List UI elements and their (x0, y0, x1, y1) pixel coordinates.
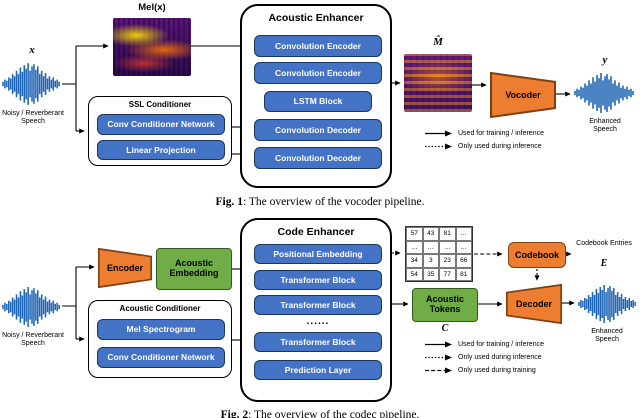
linear-projection-block: Linear Projection (97, 140, 225, 160)
legend-label: Used for training / inference (458, 130, 544, 137)
trapezoid-shape (506, 284, 562, 324)
token-cell: 81 (439, 227, 456, 241)
conv-conditioner-network-block: Conv Conditioner Network (97, 114, 225, 135)
positional-embedding-block: Positional Embedding (254, 244, 382, 264)
token-cell: … (439, 240, 456, 254)
token-cell: … (406, 240, 423, 254)
legend-row: Only used during training (424, 364, 544, 377)
solid-arrow-icon (425, 130, 452, 137)
legend-row: Used for training / inference (424, 338, 544, 351)
decoder-label: Decoder (515, 299, 552, 309)
token-cell: 3 (422, 254, 439, 268)
codebook-entries-symbol: E (600, 258, 608, 269)
transformer-block-1: Transformer Block (254, 270, 382, 290)
token-cell: … (422, 240, 439, 254)
figure2-caption: Fig. 2: The overview of the codec pipeli… (0, 409, 640, 418)
legend-label: Only used during training (458, 367, 536, 374)
token-grid: 57 43 81 … … … … … 34 3 23 66 54 35 77 8… (405, 226, 473, 282)
mel-label: Mel(x) (138, 2, 166, 13)
dotted-arrow-icon (425, 354, 452, 361)
mel-spectrogram-enhanced (404, 54, 472, 112)
token-cell: 54 (406, 267, 423, 281)
acoustic-tokens-block: Acoustic Tokens (412, 288, 478, 322)
acoustic-conditioner-frame: Acoustic Conditioner Mel Spectrogram Con… (88, 300, 232, 378)
enhanced-speech-caption-fig2: Enhanced Speech (591, 328, 623, 344)
legend-label: Used for training / inference (458, 341, 544, 348)
ssl-conditioner-title: SSL Conditioner (128, 100, 192, 109)
convolution-decoder-block-1: Convolution Decoder (254, 119, 382, 141)
vocoder-block: Vocoder (490, 72, 556, 118)
mel-spectrogram-input (113, 18, 191, 76)
output-symbol-y: y (602, 54, 608, 66)
acoustic-enhancer-title: Acoustic Enhancer (268, 12, 364, 24)
token-cell: 43 (422, 227, 439, 241)
enhanced-speech-caption-fig1: Enhanced Speech (589, 118, 621, 134)
prediction-layer-block: Prediction Layer (254, 360, 382, 380)
transformer-block-3: Transformer Block (254, 332, 382, 352)
flow-arrow (62, 267, 77, 339)
acoustic-embedding-block: Acoustic Embedding (156, 248, 232, 290)
token-cell: 66 (455, 254, 472, 268)
legend-row: Used for training / inference (424, 127, 544, 140)
token-cell: 23 (439, 254, 456, 268)
lstm-block: LSTM Block (264, 91, 372, 112)
legend-label: Only used during inference (458, 354, 542, 361)
code-enhancer-title: Code Enhancer (277, 226, 355, 238)
dotted-arrow-icon (425, 143, 452, 150)
token-cell: … (455, 240, 472, 254)
acoustic-conditioner-title: Acoustic Conditioner (119, 304, 201, 313)
encoder-block: Encoder (98, 248, 152, 288)
vocoder-label: Vocoder (505, 90, 541, 100)
token-cell: 81 (455, 267, 472, 281)
transformer-block-2: Transformer Block (254, 295, 382, 315)
conv-conditioner-network-block-fig2: Conv Conditioner Network (97, 347, 225, 368)
figure1-caption-number: Fig. 1 (215, 196, 243, 208)
decoder-block: Decoder (506, 284, 562, 324)
token-cell: … (455, 227, 472, 241)
noisy-speech-caption-fig2: Noisy / Reverberant Speech (2, 332, 64, 348)
encoder-label: Encoder (106, 263, 143, 273)
acoustic-tokens-symbol: C (441, 323, 449, 334)
figure1-caption: Fig. 1: The overview of the vocoder pipe… (0, 196, 640, 208)
convolution-encoder-block-1: Convolution Encoder (254, 35, 382, 57)
legend-fig2: Used for training / inference Only used … (424, 338, 544, 377)
convolution-encoder-block-2: Convolution Encoder (254, 62, 382, 84)
legend-fig1: Used for training / inference Only used … (424, 127, 544, 153)
figure2-caption-text: : The overview of the codec pipeline. (248, 409, 420, 418)
code-enhancer-frame: Code Enhancer Positional Embedding Trans… (240, 218, 392, 402)
noisy-speech-waveform-fig1 (2, 63, 60, 105)
solid-arrow-icon (425, 341, 452, 348)
legend-row: Only used during inference (424, 351, 544, 364)
input-symbol-x: x (29, 44, 35, 56)
enhanced-speech-waveform-fig1 (574, 73, 634, 113)
mhat-symbol: M̂ (433, 36, 443, 48)
codebook-block: Codebook (508, 242, 566, 268)
mel-spectrogram-block: Mel Spectrogram (97, 319, 225, 340)
codebook-entries-label: Codebook Entries (576, 240, 632, 247)
token-cell: 57 (406, 227, 423, 241)
ssl-conditioner-frame: SSL Conditioner Conv Conditioner Network… (88, 96, 232, 166)
acoustic-enhancer-frame: Acoustic Enhancer Convolution Encoder Co… (240, 4, 392, 188)
dashed-arrow-icon (425, 367, 452, 374)
token-cell: 34 (406, 254, 423, 268)
ellipsis-blocks: ...... (306, 316, 330, 327)
enhanced-speech-waveform-fig2 (578, 285, 636, 323)
convolution-decoder-block-2: Convolution Decoder (254, 147, 382, 169)
figure2-caption-number: Fig. 2 (220, 409, 249, 418)
token-cell: 35 (422, 267, 439, 281)
figure1-caption-text: : The overview of the vocoder pipeline. (242, 196, 425, 208)
noisy-speech-waveform-fig2 (2, 287, 60, 327)
legend-row: Only used during inference (424, 140, 544, 153)
trapezoid-shape (98, 248, 152, 288)
token-cell: 77 (439, 267, 456, 281)
noisy-speech-caption-fig1: Noisy / Reverberant Speech (2, 110, 64, 126)
flow-arrow (62, 46, 77, 131)
legend-label: Only used during inference (458, 143, 542, 150)
trapezoid-shape (490, 72, 556, 118)
